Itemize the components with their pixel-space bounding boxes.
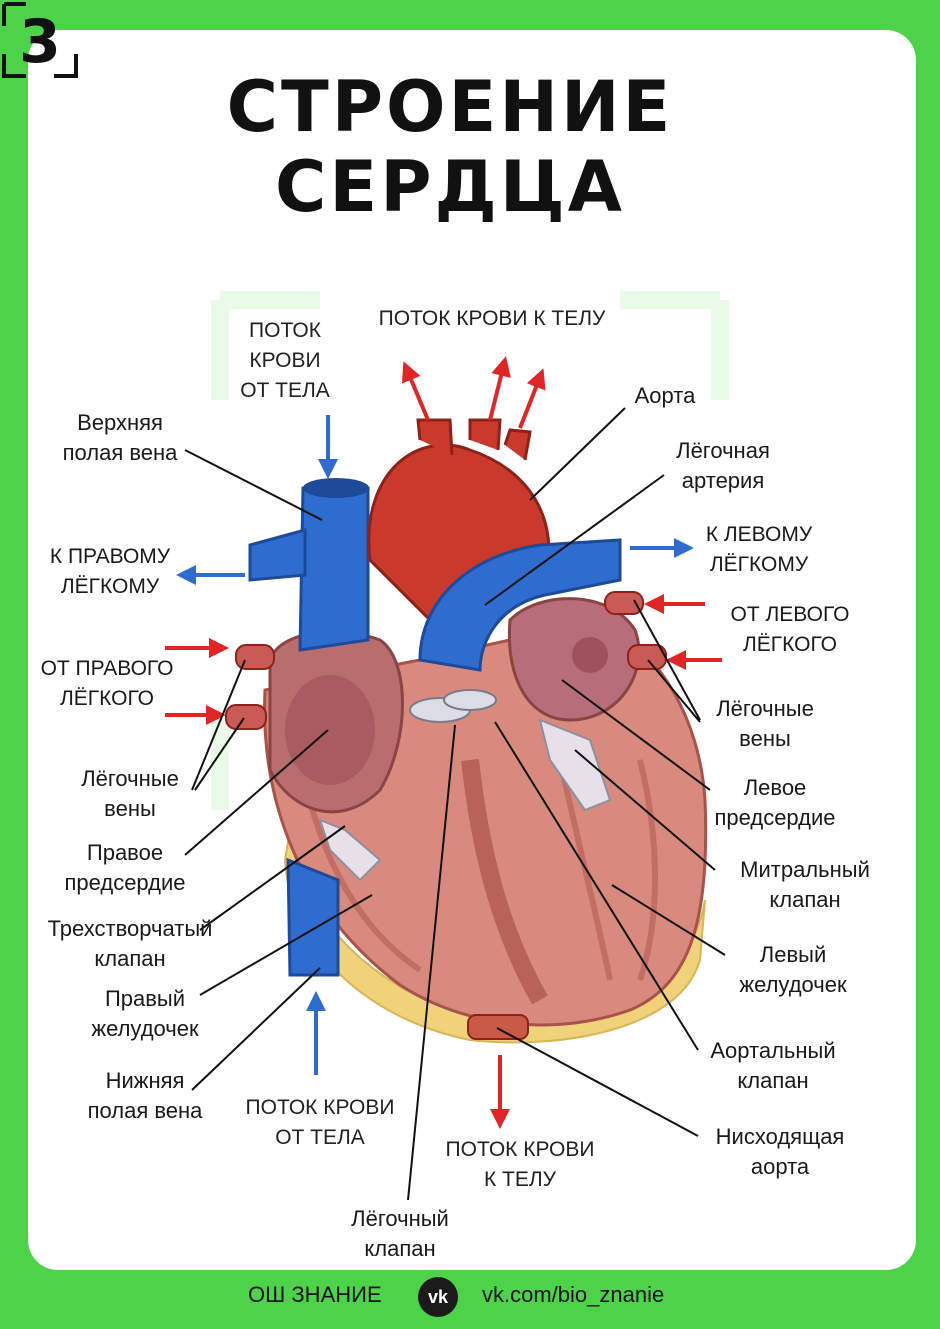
leader-superior-vena-cava	[184, 449, 323, 521]
leader-right-atrium	[184, 729, 329, 856]
leader-right-ventricle	[199, 894, 373, 996]
label-descending-aorta: Нисходящая аорта	[715, 1124, 845, 1179]
leader-aorta	[529, 407, 626, 501]
label-aortic-valve: Аортальный клапан	[710, 1038, 836, 1093]
pulmonary-artery	[418, 538, 622, 672]
label-flow-to-body-bottom: ПОТОК КРОВИ К ТЕЛУ	[445, 1138, 595, 1191]
label-from-right-lung: ОТ ПРАВОГО ЛЁГКОГО	[40, 657, 174, 710]
leader-descending-aorta	[496, 1027, 699, 1137]
inferior-vena-cava	[286, 857, 340, 977]
pulmonary-vein-right-1	[235, 644, 275, 670]
footer-link[interactable]: vk.com/bio_znanie	[482, 1282, 665, 1307]
label-pulmonary-veins-right: Лёгочные вены	[716, 696, 814, 751]
label-from-left-lung: ОТ ЛЕВОГО ЛЁГКОГО	[730, 603, 850, 656]
pulmonary-vein-left-1	[604, 591, 644, 615]
page-title-line1: СТРОЕНИЕ	[226, 66, 674, 148]
left-atrium-opening	[572, 637, 608, 673]
label-flow-from-body-bottom: ПОТОК КРОВИ ОТ ТЕЛА	[245, 1096, 395, 1149]
leader-tricuspid-valve	[199, 825, 346, 931]
leader-pulmonary-artery	[484, 474, 665, 606]
label-pulmonary-artery: Лёгочная артерия	[676, 438, 770, 493]
label-superior-vena-cava: Верхняя полая вена	[62, 410, 178, 465]
label-to-left-lung: К ЛЕВОМУ ЛЁГКОМУ	[705, 523, 813, 576]
label-pulmonary-valve: Лёгочный клапан	[351, 1206, 449, 1261]
svc-branch	[248, 528, 307, 582]
page-title-line2: СЕРДЦА	[275, 146, 625, 228]
leader-pulmonary-veins-left	[191, 659, 246, 791]
label-aorta: Аорта	[634, 383, 696, 408]
leader-aortic-valve	[494, 721, 699, 1051]
aortic-valve-shape	[443, 689, 497, 711]
vk-icon[interactable]: vk	[418, 1277, 458, 1317]
label-tricuspid-valve: Трехстворчатый клапан	[47, 916, 213, 971]
arrow-to-body-top-3	[518, 368, 546, 429]
label-to-right-lung: К ПРАВОМУ ЛЁГКОМУ	[49, 545, 171, 598]
pulmonary-vein-right-2	[225, 704, 267, 730]
label-left-atrium: Левое предсердие	[714, 775, 836, 830]
label-mitral-valve: Митральный клапан	[740, 857, 870, 912]
leader-pulmonary-veins-right	[633, 599, 701, 723]
leader-left-ventricle	[611, 884, 726, 956]
label-inferior-vena-cava: Нижняя полая вена	[87, 1068, 203, 1123]
aorta-branches	[416, 418, 532, 461]
leader-left-atrium	[561, 679, 711, 791]
label-flow-from-body-top: ПОТОК КРОВИ ОТ ТЕЛА	[240, 319, 330, 402]
leader-pulmonary-valve	[407, 724, 456, 1201]
label-right-atrium: Правое предсердие	[64, 840, 186, 895]
superior-vena-cava	[298, 486, 370, 652]
leader-mitral-valve	[574, 749, 716, 871]
leader-lines	[184, 407, 726, 1201]
svc-opening	[303, 478, 369, 498]
watermark-frame	[211, 291, 729, 810]
logo-icon: 3	[2, 2, 78, 78]
descending-aorta	[467, 1014, 529, 1040]
arrow-to-body-top-1	[401, 361, 430, 421]
footer-brand: ОШ ЗНАНИЕ	[248, 1282, 382, 1307]
label-left-ventricle: Левый желудочек	[739, 942, 847, 997]
mitral-valve-shape	[538, 718, 612, 812]
label-flow-to-body-top: ПОТОК КРОВИ К ТЕЛУ	[378, 307, 606, 330]
leader-inferior-vena-cava	[191, 967, 321, 1091]
svg-text:3: 3	[19, 7, 61, 77]
arrow-to-body-top-2	[488, 356, 511, 421]
label-pulmonary-veins-left: Лёгочные вены	[81, 766, 179, 821]
right-atrium-interior	[285, 675, 375, 785]
label-right-ventricle: Правый желудочек	[91, 986, 199, 1041]
septum	[461, 759, 548, 1005]
